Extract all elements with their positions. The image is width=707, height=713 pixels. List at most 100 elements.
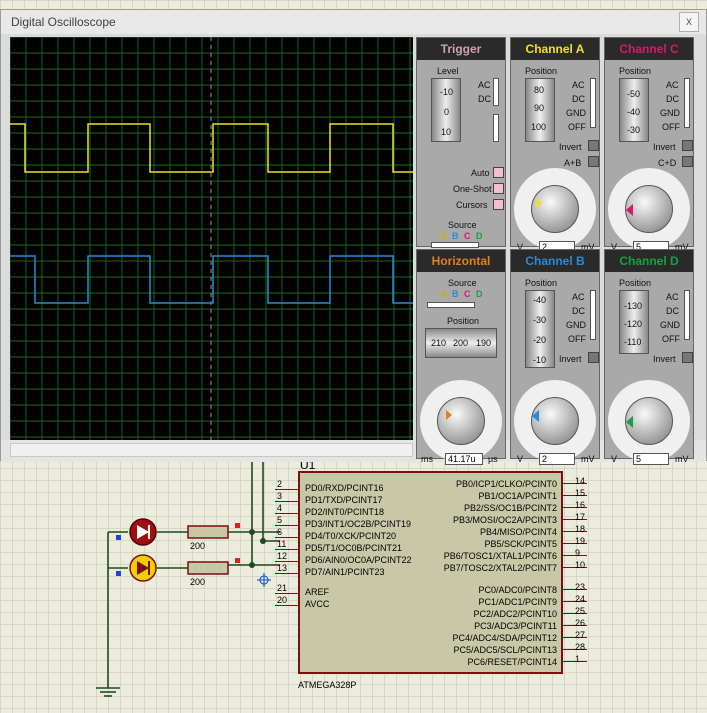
horizontal-source-slider[interactable] <box>427 302 475 308</box>
pin-label: PC2/ADC2/PCINT10 <box>473 609 557 619</box>
pin-label: PC3/ADC3/PCINT11 <box>474 621 557 631</box>
resistor-r1 <box>187 525 229 539</box>
atmega328p-chip[interactable] <box>298 471 563 674</box>
pin-label: PB5/SCK/PCINT5 <box>484 539 557 549</box>
channel-b-coupling-switch[interactable] <box>590 290 596 340</box>
pin-number: 3 <box>277 491 283 501</box>
pin-number: 16 <box>575 500 586 510</box>
channel-b-volts-field[interactable]: 2 <box>539 453 575 465</box>
pin-label: PD5/T1/OC0B/PCINT21 <box>305 543 403 553</box>
channel-b-trace <box>10 255 413 304</box>
channel-a-dial-pointer-icon <box>536 198 542 208</box>
pin-label: PC5/ADC5/SCL/PCINT13 <box>453 645 557 655</box>
channel-d-panel: Channel D Position -130 -120 -110 AC DC … <box>604 249 694 465</box>
close-button[interactable]: x <box>679 12 699 32</box>
pin-label: PC1/ADC1/PCINT9 <box>478 597 557 607</box>
pin-label: PD2/INT0/PCINT18 <box>305 507 385 517</box>
trigger-coupling-switch[interactable] <box>493 78 499 106</box>
pin-label: PB3/MOSI/OC2A/PCINT3 <box>452 515 557 525</box>
pin-number: 2 <box>277 479 283 489</box>
channel-c-volts-dial[interactable] <box>608 168 690 250</box>
pin-number: 9 <box>575 548 581 558</box>
pin-label: PD4/T0/XCK/PCINT20 <box>305 531 397 541</box>
channel-c-sum-button[interactable] <box>682 156 693 167</box>
pin-number: 4 <box>277 503 283 513</box>
pin-number: 5 <box>277 515 283 525</box>
pin-number: 18 <box>575 524 586 534</box>
pin-number: 13 <box>277 563 288 573</box>
channel-b-invert-button[interactable] <box>588 352 599 363</box>
trigger-level-slider[interactable]: -10 0 10 <box>431 78 461 142</box>
pin-label: PB0/ICP1/CLKO/PCINT0 <box>455 479 557 489</box>
channel-d-position-slider[interactable]: -130 -120 -110 <box>619 290 649 354</box>
chip-name: ATMEGA328P <box>298 680 357 690</box>
pin-number: 12 <box>277 551 288 561</box>
horizontal-scrollbar[interactable] <box>10 443 413 457</box>
pin-number: 25 <box>575 606 586 616</box>
horizontal-panel: Horizontal Source A B C D Position 210 2… <box>416 249 506 465</box>
channel-a-position-slider[interactable]: 80 90 100 <box>525 78 555 142</box>
crosshair-icon <box>257 573 271 587</box>
pin-number: 1 <box>575 654 581 664</box>
channel-b-title: Channel B <box>511 250 599 272</box>
resistor-r2 <box>187 561 229 575</box>
channel-a-volts-dial[interactable] <box>514 168 596 250</box>
channel-d-invert-button[interactable] <box>682 352 693 363</box>
horizontal-title: Horizontal <box>417 250 505 272</box>
channel-d-volts-dial[interactable] <box>608 380 690 462</box>
trigger-title: Trigger <box>417 38 505 60</box>
pin-label: PC0/ADC0/PCINT8 <box>478 585 557 595</box>
trigger-panel: Trigger Level -10 0 10 AC DC Auto One-Sh… <box>416 37 506 248</box>
channel-a-panel: Channel A Position 80 90 100 AC DC GND O… <box>510 37 600 253</box>
channel-c-panel: Channel C Position -50 -40 -30 AC DC GND… <box>604 37 694 253</box>
channel-a-coupling-switch[interactable] <box>590 78 596 128</box>
channel-b-panel: Channel B Position -40 -30 -20 -10 AC DC… <box>510 249 600 465</box>
pin-label: PB7/TOSC2/XTAL2/PCINT7 <box>443 563 557 573</box>
pin-number: 27 <box>575 630 586 640</box>
trigger-source-slider[interactable] <box>431 242 479 248</box>
pin-label: AVCC <box>305 599 330 609</box>
channel-a-invert-button[interactable] <box>588 140 599 151</box>
pin-number: 6 <box>277 527 283 537</box>
pin-number: 24 <box>575 594 586 604</box>
channel-b-dial-pointer-icon <box>532 410 539 422</box>
pin-label: PC4/ADC4/SDA/PCINT12 <box>452 633 557 643</box>
scope-display[interactable] <box>9 36 413 440</box>
horizontal-time-field[interactable]: 41.17u <box>445 453 483 465</box>
oscilloscope-window[interactable]: Digital Oscilloscope x Trigger Level -10… <box>0 9 707 465</box>
pin-label: PD7/AIN1/PCINT23 <box>305 567 385 577</box>
pin-number: 23 <box>575 582 586 592</box>
resistor-r1-value: 200 <box>190 541 206 551</box>
window-title: Digital Oscilloscope <box>11 15 116 29</box>
cursors-button[interactable] <box>493 199 504 210</box>
channel-c-invert-button[interactable] <box>682 140 693 151</box>
pin-label: PD0/RXD/PCINT16 <box>305 483 384 493</box>
pin-number: 15 <box>575 488 586 498</box>
channel-d-coupling-switch[interactable] <box>684 290 690 340</box>
scope-traces <box>9 36 413 440</box>
channel-b-volts-dial[interactable] <box>514 380 596 462</box>
channel-c-coupling-switch[interactable] <box>684 78 690 128</box>
pin-label: PC6/RESET/PCINT14 <box>467 657 557 667</box>
channel-d-volts-field[interactable]: 5 <box>633 453 669 465</box>
one-shot-button[interactable] <box>493 183 504 194</box>
horizontal-position-slider[interactable]: 210 200 190 <box>425 328 497 358</box>
channel-a-sum-button[interactable] <box>588 156 599 167</box>
channel-d-dial-pointer-icon <box>626 416 633 428</box>
pin-label: PB4/MISO/PCINT4 <box>479 527 557 537</box>
resistor-r2-value: 200 <box>190 577 206 587</box>
window-titlebar[interactable]: Digital Oscilloscope x <box>1 10 706 34</box>
pin-number: 26 <box>575 618 586 628</box>
channel-c-position-slider[interactable]: -50 -40 -30 <box>619 78 649 142</box>
pin-label: PD6/AIN0/OC0A/PCINT22 <box>305 555 412 565</box>
channel-a-title: Channel A <box>511 38 599 60</box>
horizontal-time-dial[interactable] <box>420 380 502 462</box>
auto-button[interactable] <box>493 167 504 178</box>
horizontal-dial-pointer-icon <box>446 410 452 420</box>
pin-label: PB2/SS/OC1B/PCINT2 <box>463 503 557 513</box>
channel-b-position-slider[interactable]: -40 -30 -20 -10 <box>525 290 555 368</box>
trigger-edge-switch[interactable] <box>493 114 499 142</box>
pin-number: 20 <box>277 595 288 605</box>
